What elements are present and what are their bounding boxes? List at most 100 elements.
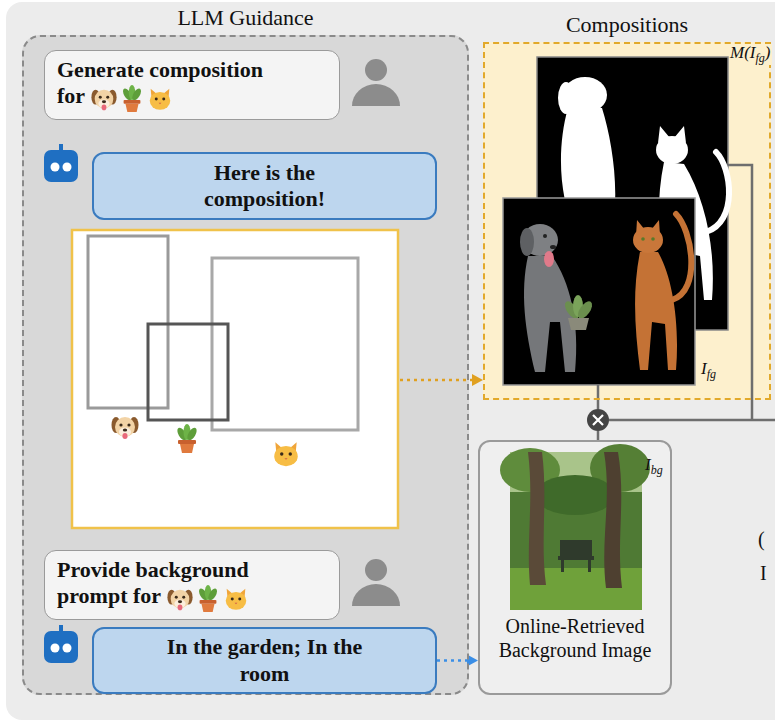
robot-icon (63, 163, 72, 172)
message-text: In the garden; In the room (167, 634, 363, 685)
background-photo (561, 560, 564, 572)
multiply-symbol (587, 409, 609, 431)
multiply-symbol (587, 409, 609, 431)
connector-lines (728, 165, 752, 420)
math-symbol: M(I (730, 43, 755, 62)
dotted-arrow (472, 374, 483, 386)
connector-lines (597, 385, 600, 409)
emoji-icons (112, 417, 298, 466)
compositions-box: Compositions (483, 42, 771, 400)
background-photo (588, 560, 591, 572)
emoji-cat (274, 442, 297, 466)
robot-icon (44, 625, 78, 663)
emoji-dog (112, 417, 139, 439)
background-box: Online-Retrieved Background Image (478, 440, 672, 695)
edge-line (437, 659, 468, 662)
guidance-panel-fill (22, 35, 469, 695)
user-icon (352, 584, 400, 606)
emoji-plant (131, 87, 143, 102)
robot-icon (44, 631, 78, 663)
user-icon (352, 84, 400, 106)
robot-icon (44, 144, 78, 182)
background-box-fill (478, 440, 672, 695)
emoji-icons (90, 84, 174, 113)
text-block: Online-Retrieved Background Image (484, 614, 666, 662)
mask-image (658, 126, 686, 143)
message-text: Online-Retrieved Background Image (499, 615, 652, 661)
composition-canvas (72, 230, 398, 528)
emoji-dog (178, 600, 182, 603)
foreground-image (641, 237, 645, 241)
user-icon (352, 59, 400, 106)
emoji-plant (126, 104, 139, 112)
user-message: Generate composition for (44, 50, 340, 120)
outer-panel (6, 2, 775, 720)
emoji-cat (162, 97, 165, 100)
dotted-arrow (400, 374, 483, 386)
emoji-cat (150, 92, 171, 110)
composition-canvas (148, 324, 228, 420)
math-label: Ifg (700, 360, 717, 381)
foreground-image (575, 299, 595, 321)
composition-canvas (212, 258, 358, 430)
subscript: bg (651, 463, 663, 477)
foreground-image (503, 198, 695, 385)
emoji-dog (106, 96, 109, 99)
connector-lines (609, 419, 775, 422)
bot-message: In the garden; In the room (92, 627, 437, 694)
emoji-dog (122, 433, 127, 439)
foreground-image (651, 237, 655, 241)
text-block: Here is the composition! (160, 160, 370, 213)
background-photo (500, 444, 650, 610)
background-photo (604, 452, 622, 588)
emoji-dog (90, 85, 118, 113)
emoji-dog (102, 105, 107, 111)
emoji-cat (284, 458, 287, 460)
emoji-dog (123, 428, 127, 431)
text-block: Generate composition for (57, 57, 279, 113)
compositions-fill (483, 42, 771, 400)
emoji-cat (274, 446, 297, 466)
emoji-cat (280, 452, 283, 455)
background-photo (560, 540, 592, 556)
text-block: LLM Guidance (24, 5, 467, 31)
emoji-cat (155, 97, 158, 100)
emoji-plant (207, 587, 219, 602)
user-message: Provide background prompt for (44, 550, 340, 620)
emoji-dog (175, 596, 178, 599)
emoji-plant (180, 444, 194, 453)
foreground-image (550, 245, 556, 249)
background-photo (558, 556, 594, 560)
emoji-plant (202, 604, 215, 612)
panel-heading: LLM Guidance (177, 5, 313, 30)
emoji-dog (119, 423, 122, 426)
emoji-cat (238, 597, 241, 600)
emoji-cat (235, 603, 238, 604)
emoji-plant (200, 600, 217, 604)
emoji-dog (182, 596, 185, 599)
math-symbol: ( (758, 528, 765, 550)
emoji-cat (231, 597, 234, 600)
user-icon (365, 59, 387, 81)
message-text: Here is the composition! (204, 160, 325, 211)
foreground-image (520, 228, 534, 256)
emoji-dog (178, 605, 183, 611)
composition-canvas (88, 236, 168, 408)
guidance-panel: LLM GuidanceGenerate composition for Her… (22, 35, 469, 695)
subscript: fg (707, 367, 716, 381)
emoji-plant (118, 85, 146, 113)
connector-lines (597, 431, 600, 440)
math-label: I (759, 562, 768, 584)
emoji-cat (222, 585, 250, 613)
emoji-plant (178, 440, 196, 444)
foreground-image (524, 256, 576, 372)
panel-heading: Compositions (566, 12, 688, 37)
foreground-image (635, 252, 677, 370)
emoji-cat (146, 85, 174, 113)
dotted-arrow (400, 379, 473, 382)
user-icon (365, 559, 387, 581)
foreground-image (503, 198, 695, 385)
emoji-cat (289, 452, 292, 455)
foreground-image (544, 251, 554, 267)
background-photo (528, 452, 546, 585)
